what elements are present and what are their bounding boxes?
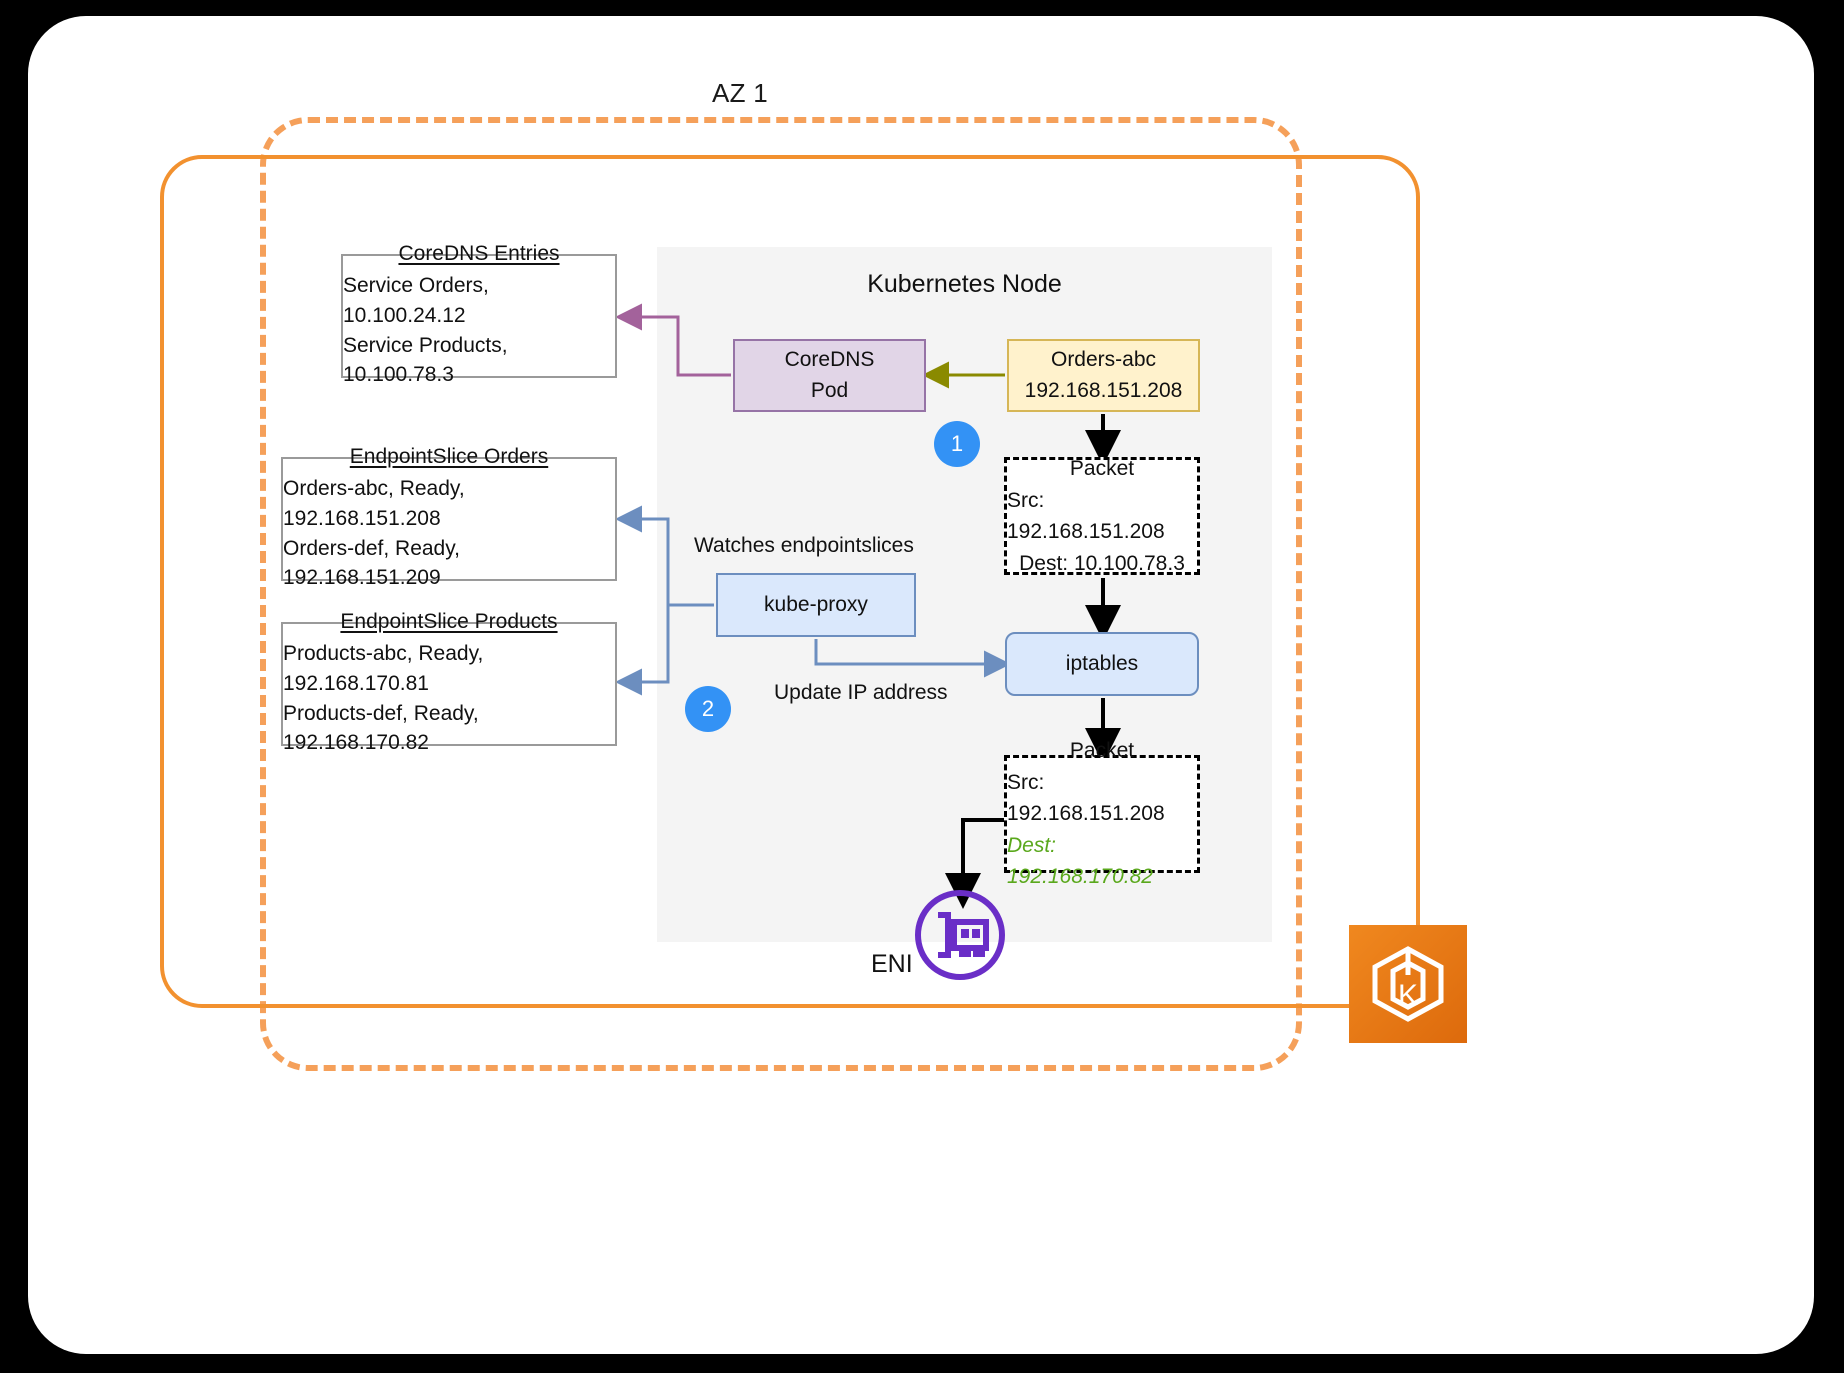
orders-pod-name: Orders-abc [1050, 348, 1157, 372]
iptables-label: iptables [1065, 651, 1139, 675]
endpointslice-orders-title: EndpointSlice Orders [349, 444, 549, 468]
eks-logo-icon: K [1349, 925, 1467, 1043]
packet-box-before-nat: Packet Src: 192.168.151.208 Dest: 10.100… [1004, 457, 1200, 575]
eni-icon [915, 890, 1005, 980]
packet-dest: Dest: 192.168.170.82 [1007, 833, 1153, 889]
eni-label: ENI [871, 950, 913, 978]
coredns-entries-box: CoreDNS Entries Service Orders, 10.100.2… [341, 242, 617, 386]
iptables-box: iptables [1005, 632, 1199, 696]
step-badge-2: 2 [685, 686, 731, 732]
vpc-boundary [160, 155, 1420, 1008]
watches-endpointslices-label: Watches endpointslices [694, 534, 914, 557]
endpointslice-products-row: Products-abc, Ready, 192.168.170.81 [283, 641, 484, 695]
packet-src: Src: 192.168.151.208 [1007, 488, 1165, 544]
packet-dest: Dest: 10.100.78.3 [1019, 551, 1185, 575]
packet-src: Src: 192.168.151.208 [1007, 770, 1165, 826]
update-ip-address-label: Update IP address [774, 681, 948, 704]
endpointslice-products-title: EndpointSlice Products [340, 609, 558, 633]
endpointslice-orders-row: Orders-abc, Ready, 192.168.151.208 [283, 476, 465, 530]
packet-box-after-nat: Packet Src: 192.168.151.208 Dest: 192.16… [1004, 739, 1200, 888]
endpointslice-products-row: Products-def, Ready, 192.168.170.82 [283, 701, 479, 755]
packet-title: Packet [1069, 739, 1135, 763]
endpointslice-orders-box: EndpointSlice Orders Orders-abc, Ready, … [281, 445, 617, 589]
svg-text:K: K [1398, 979, 1418, 1012]
kubernetes-node-title: Kubernetes Node [867, 270, 1062, 298]
coredns-entry-row: Service Orders, 10.100.24.12 [343, 273, 489, 327]
kube-proxy-label: kube-proxy [764, 592, 868, 616]
packet-title: Packet [1069, 457, 1135, 480]
step-badge-1: 1 [934, 421, 980, 467]
availability-zone-boundary [260, 117, 1302, 1071]
endpointslice-products-box: EndpointSlice Products Products-abc, Rea… [281, 610, 617, 754]
coredns-entries-title: CoreDNS Entries [398, 241, 560, 265]
orders-pod-ip: 192.168.151.208 [1024, 378, 1183, 402]
coredns-pod-box: CoreDNS Pod [733, 339, 926, 412]
az-title: AZ 1 [711, 78, 769, 108]
coredns-pod-line1: CoreDNS [784, 348, 875, 372]
coredns-entry-row: Service Products, 10.100.78.3 [343, 333, 508, 387]
coredns-pod-line2: Pod [810, 378, 849, 402]
endpointslice-orders-row: Orders-def, Ready, 192.168.151.209 [283, 536, 461, 590]
kube-proxy-box: kube-proxy [716, 573, 916, 637]
orders-pod-box: Orders-abc 192.168.151.208 [1007, 339, 1200, 412]
